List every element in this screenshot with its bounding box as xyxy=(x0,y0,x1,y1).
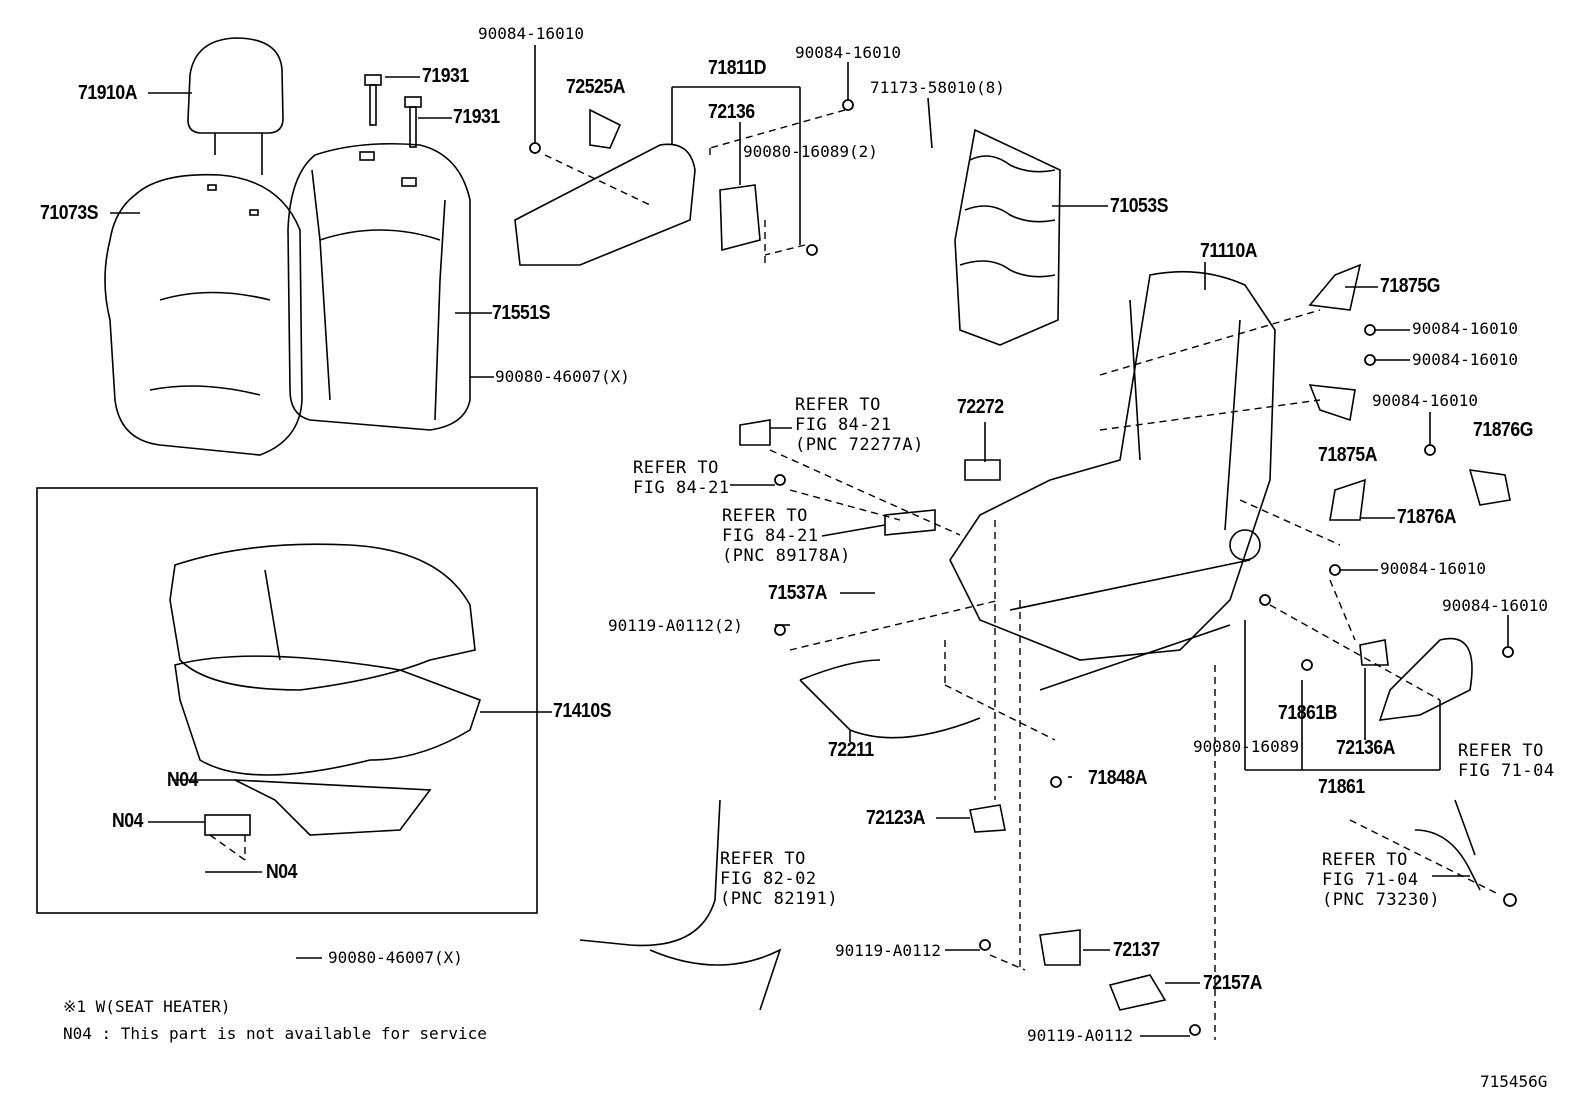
label-90080-16089[interactable]: 90080-16089 xyxy=(1193,737,1299,756)
label-72211[interactable]: 72211 xyxy=(828,739,874,761)
harness-drawing xyxy=(579,659,1481,1011)
refer-line: REFER TO xyxy=(722,506,808,526)
refer-line: FIG 84-21 xyxy=(722,526,819,546)
note-seat-heater: ※1 W(SEAT HEATER) xyxy=(63,997,231,1016)
label-71053S[interactable]: 71053S xyxy=(1110,195,1169,217)
bolt-markers xyxy=(529,99,1517,1036)
refer-line: FIG 82-02 xyxy=(720,869,817,889)
label-90084-16010-f[interactable]: 90084-16010 xyxy=(1380,559,1486,578)
label-90119-A0112-b[interactable]: 90119-A0112 xyxy=(1027,1026,1133,1045)
label-72123A[interactable]: 72123A xyxy=(866,807,926,829)
label-71173-58010[interactable]: 71173-58010(8) xyxy=(870,78,1005,97)
label-72525A[interactable]: 72525A xyxy=(566,76,626,98)
label-71910A[interactable]: 71910A xyxy=(78,82,138,104)
label-71861B[interactable]: 71861B xyxy=(1278,702,1338,724)
seatback-cover-drawing xyxy=(104,173,303,456)
label-72136A[interactable]: 72136A xyxy=(1336,737,1396,759)
refer-block-fig-71-04[interactable]: REFER TO FIG 71-04 xyxy=(1458,741,1555,781)
back-spring-drawing xyxy=(954,128,1061,346)
label-71931-lower[interactable]: 71931 xyxy=(453,106,500,128)
refer-line: REFER TO xyxy=(1322,850,1408,870)
label-71110A[interactable]: 71110A xyxy=(1200,240,1258,262)
diagram-id: 715456G xyxy=(1480,1072,1548,1091)
label-90084-16010-g[interactable]: 90084-16010 xyxy=(1442,596,1548,615)
label-90119-A0112-2[interactable]: 90119-A0112(2) xyxy=(608,616,743,635)
dashed-lines xyxy=(209,109,1501,1040)
label-90080-16089-2[interactable]: 90080-16089(2) xyxy=(743,142,878,161)
label-71875G[interactable]: 71875G xyxy=(1380,275,1440,297)
refer-block-72277A[interactable]: REFER TO FIG 84-21 (PNC 72277A) xyxy=(795,395,924,455)
label-71410S[interactable]: 71410S xyxy=(553,700,612,722)
refer-line: (PNC 89178A) xyxy=(722,546,851,566)
label-72157A[interactable]: 72157A xyxy=(1203,972,1263,994)
label-N04-b[interactable]: N04 xyxy=(112,810,143,832)
label-90084-16010-a[interactable]: 90084-16010 xyxy=(478,24,584,43)
cushion-box xyxy=(36,487,538,914)
headrest-guide-drawing xyxy=(364,74,422,148)
seatback-pad-drawing xyxy=(287,142,471,431)
label-71876A[interactable]: 71876A xyxy=(1397,506,1457,528)
refer-line: REFER TO xyxy=(633,458,719,478)
headrest-drawing xyxy=(187,37,284,175)
seat-cushion-drawing xyxy=(169,543,482,836)
refer-line: FIG 84-21 xyxy=(795,415,892,435)
seat-frame-drawing xyxy=(949,270,1276,691)
label-90080-46007-bottom[interactable]: 90080-46007(X) xyxy=(328,948,463,967)
side-shield-drawing xyxy=(514,108,761,266)
label-71875A[interactable]: 71875A xyxy=(1318,444,1378,466)
label-90119-A0112-a[interactable]: 90119-A0112 xyxy=(835,941,941,960)
label-72136[interactable]: 72136 xyxy=(708,101,755,123)
label-90084-16010-d[interactable]: 90084-16010 xyxy=(1412,350,1518,369)
label-90080-46007-top[interactable]: 90080-46007(X) xyxy=(495,367,630,386)
refer-block-73230[interactable]: REFER TO FIG 71-04 (PNC 73230) xyxy=(1322,850,1440,910)
label-71073S[interactable]: 71073S xyxy=(40,202,99,224)
refer-block-fig-84-21[interactable]: REFER TO FIG 84-21 xyxy=(633,458,730,498)
refer-line: (PNC 73230) xyxy=(1322,890,1441,910)
note-n04: N04 : This part is not available for ser… xyxy=(63,1024,487,1043)
label-N04-a[interactable]: N04 xyxy=(167,769,198,791)
label-72272[interactable]: 72272 xyxy=(957,396,1004,418)
label-71811D[interactable]: 71811D xyxy=(708,57,767,79)
refer-line: (PNC 82191) xyxy=(720,889,839,909)
label-72137[interactable]: 72137 xyxy=(1113,939,1160,961)
refer-line: FIG 71-04 xyxy=(1322,870,1419,890)
right-side-parts-drawing xyxy=(1308,263,1511,721)
refer-line: (PNC 72277A) xyxy=(795,435,924,455)
label-71876G[interactable]: 71876G xyxy=(1473,419,1533,441)
leader-lines xyxy=(110,45,1509,1037)
refer-line: REFER TO xyxy=(720,849,806,869)
label-90084-16010-e[interactable]: 90084-16010 xyxy=(1372,391,1478,410)
refer-line: REFER TO xyxy=(795,395,881,415)
refer-line: REFER TO xyxy=(1458,741,1544,761)
label-N04-c[interactable]: N04 xyxy=(266,861,297,883)
label-90084-16010-b[interactable]: 90084-16010 xyxy=(795,43,901,62)
label-71931-upper[interactable]: 71931 xyxy=(422,65,469,87)
refer-block-89178A[interactable]: REFER TO FIG 84-21 (PNC 89178A) xyxy=(722,506,851,566)
bottom-parts-drawing xyxy=(739,419,1167,1011)
label-71537A[interactable]: 71537A xyxy=(768,582,828,604)
refer-block-82191[interactable]: REFER TO FIG 82-02 (PNC 82191) xyxy=(720,849,838,909)
label-71551S[interactable]: 71551S xyxy=(492,302,551,324)
refer-line: FIG 84-21 xyxy=(633,478,730,498)
label-71861[interactable]: 71861 xyxy=(1318,776,1365,798)
label-71848A[interactable]: 71848A xyxy=(1088,767,1148,789)
refer-line: FIG 71-04 xyxy=(1458,761,1555,781)
label-90084-16010-c[interactable]: 90084-16010 xyxy=(1412,319,1518,338)
